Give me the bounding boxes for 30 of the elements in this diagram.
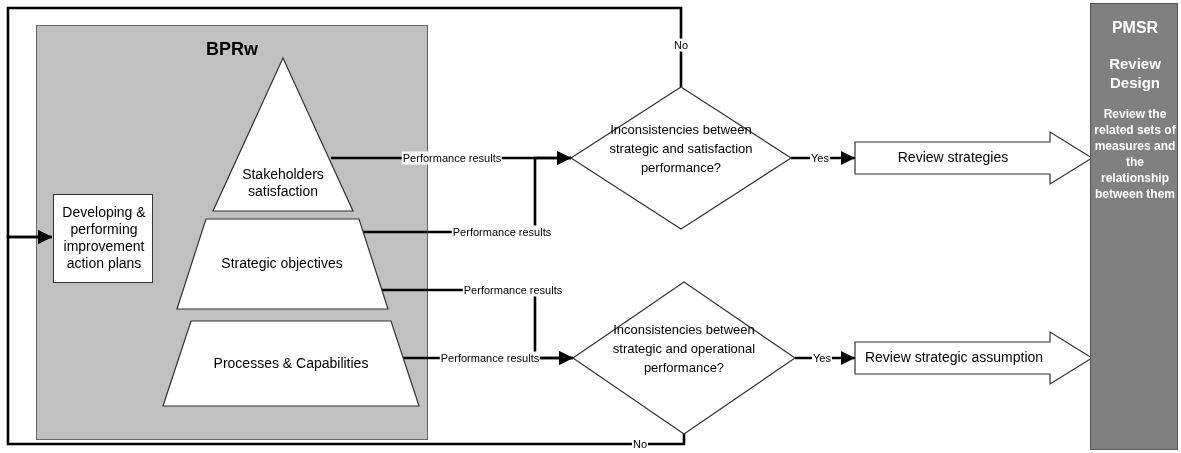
edge-label: Performance results <box>439 351 541 365</box>
side-panel <box>1090 3 1178 450</box>
process-box <box>53 194 153 283</box>
pyramid-tier <box>213 58 353 211</box>
node-label: Stakeholders satisfaction <box>241 166 325 200</box>
arrow <box>6 230 686 446</box>
node-label: Review strategies <box>896 149 1010 166</box>
edge-label: Performance results <box>401 151 503 165</box>
node-label: Developing & performing improvement action plans <box>61 204 147 272</box>
decision-diamond <box>573 282 795 434</box>
decision-diamond <box>571 87 791 229</box>
node-label: Strategic objectives <box>220 255 344 272</box>
panel-title: PMSR <box>1110 18 1160 38</box>
group-title: BPRw <box>205 38 259 60</box>
pyramid-tier <box>177 219 388 309</box>
node-label: Processes & Capabilities <box>212 355 370 372</box>
pyramid-tier <box>163 321 419 406</box>
edge-label: Yes <box>812 351 832 365</box>
block-arrow <box>855 332 1092 384</box>
edge-label: No <box>631 437 649 451</box>
edge-label: No <box>672 38 690 52</box>
edge-label: Yes <box>810 151 830 165</box>
edge-label: Performance results <box>462 283 564 297</box>
node-label: Review strategic assumption <box>863 349 1045 366</box>
node-label: Inconsistencies between strategic and satisfaction performance? <box>608 121 754 177</box>
edge-label: Performance results <box>451 225 553 239</box>
node-label: Inconsistencies between strategic and operational performance? <box>611 321 757 377</box>
panel-text: Review the related sets of measures and the relationship between them <box>1093 106 1177 202</box>
block-arrow <box>855 132 1092 184</box>
panel-subtitle: Review Design <box>1108 54 1162 92</box>
